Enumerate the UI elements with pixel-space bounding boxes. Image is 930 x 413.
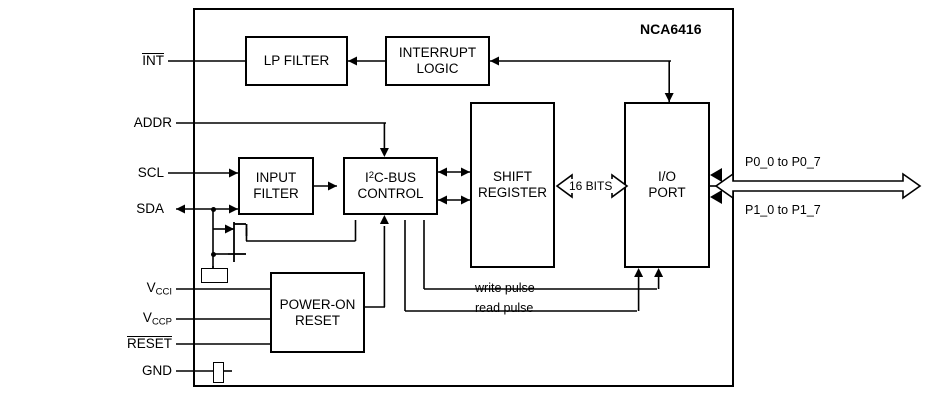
arrow-por-to-i2c [379,215,389,224]
block-shift-register: SHIFT REGISTER [470,102,555,268]
pin-label-reset-text: RESET [126,336,172,351]
arrow-ioport-to-interrupt [490,56,499,66]
block-lp-filter-label: LP FILTER [263,53,330,69]
block-input-filter: INPUT FILTER [238,157,314,215]
pin-label-vccp-subscript: CCP [151,316,172,328]
arrow-bus-to-ioport-2 [710,190,722,204]
pin-label-sda-text: SDA [136,201,164,216]
pin-label-gnd-text: GND [142,363,172,378]
pin-label-addr: ADDR [100,115,172,130]
bus-label-port1-text: P1_0 to P1_7 [745,203,821,217]
arrow-i2c-to-shift-1 [461,167,470,177]
junction-dot-sda [210,206,216,212]
arrow-scl-to-inputfilter [229,168,238,178]
arrow-write-pulse-to-ioport [634,268,644,277]
bus-label-16bits-text: 16 BITS [569,179,613,193]
pin-label-gnd: GND [100,363,172,378]
bus-label-port0-text: P0_0 to P0_7 [745,155,821,169]
pin-label-reset: RESET [90,336,172,351]
pin-label-addr-text: ADDR [133,115,172,130]
arrow-bus-to-ioport-1 [710,168,722,182]
signal-label-read-pulse: read pulse [475,301,533,315]
pin-label-vcci-subscript: CCI [155,286,172,298]
arrow-sda-out [176,204,185,214]
i2c-label-superscript: 2 [368,170,375,182]
arrow-read-pulse-to-ioport [654,268,664,277]
block-shift-register-label-1: SHIFT [492,169,532,185]
block-power-on-reset-label-1: POWER-ON [279,296,356,312]
arrow-shift-to-i2c-1 [438,167,447,177]
pin-label-sda: SDA [100,201,164,216]
arrow-ioport-feed [664,93,674,102]
arrow-inputfilter-to-i2c [328,181,337,191]
arrow-sda-to-inputfilter [229,204,238,214]
block-interrupt-logic-label-2: LOGIC [416,61,459,76]
pin-label-scl-text: SCL [137,165,164,180]
i2c-label-pre: I [364,170,369,186]
bus-label-16bits: 16 BITS [568,179,614,193]
block-power-on-reset: POWER-ON RESET [270,272,365,353]
i2c-label-post: C-BUS [374,170,417,186]
arrow-shift-to-i2c-2 [438,195,447,205]
block-io-port-label-2: PORT [648,185,686,200]
block-i2c-bus-control-label-2: CONTROL [357,186,424,201]
block-io-port-label-1: I/O [657,169,676,185]
arrow-addr-to-i2c [379,148,389,157]
pin-label-vccp: VCCP [100,310,172,328]
bus-label-port0: P0_0 to P0_7 [745,155,821,169]
block-lp-filter: LP FILTER [245,36,348,86]
block-interrupt-logic: INTERRUPT LOGIC [385,36,490,86]
pin-label-int-text: INT [142,53,164,68]
block-power-on-reset-label-2: RESET [294,312,340,328]
block-shift-register-label-2: REGISTER [477,185,547,200]
pin-label-vccp-text: V [142,310,152,325]
signal-label-write-pulse: write pulse [475,281,535,295]
bus-label-port1: P1_0 to P1_7 [745,203,821,217]
pin-label-int: INT [100,53,164,68]
arrow-i2c-to-shift-2 [461,195,470,205]
block-input-filter-label-1: INPUT [255,170,297,186]
signal-label-read-pulse-text: read pulse [475,301,534,315]
block-input-filter-label-2: FILTER [253,186,299,201]
block-io-port: I/O PORT [624,102,710,268]
gnd-rect [213,362,224,383]
pin-label-scl: SCL [100,165,164,180]
mosfet-gate-arrow [225,224,234,234]
arrow-interrupt-to-lpfilter [348,56,357,66]
block-i2c-bus-control-label-1: I2C-BUS [357,170,423,186]
bus-ports-shape [714,172,922,200]
block-i2c-bus-control: I2C-BUS CONTROL [343,157,438,215]
junction-dot-gate [210,251,216,257]
pin-label-vcci-text: V [146,280,156,295]
signal-label-write-pulse-text: write pulse [475,281,535,295]
block-interrupt-logic-label-1: INTERRUPT [398,45,477,61]
pulldown-rect [201,268,228,283]
pin-label-vcci: VCCI [100,280,172,298]
chip-title: NCA6416 [640,21,702,37]
